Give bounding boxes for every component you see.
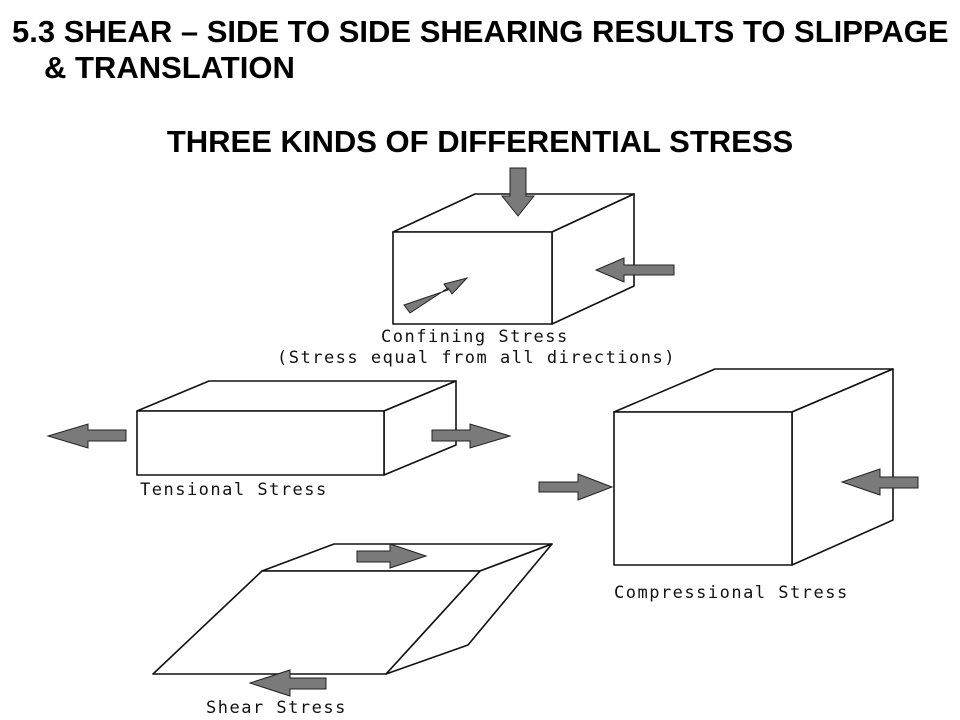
right-arrow-icon <box>538 473 614 501</box>
confining-stress-label: Confining Stress <box>381 327 569 347</box>
compressional-stress-label: Compressional Stress <box>614 583 849 603</box>
confining-stress-sublabel: (Stress equal from all directions) <box>277 348 676 368</box>
down-arrow-icon <box>500 167 536 217</box>
tensional-stress-label: Tensional Stress <box>140 480 328 500</box>
left-arrow-icon <box>840 468 919 496</box>
slide-title: 5.3 SHEAR – SIDE TO SIDE SHEARING RESULT… <box>12 14 949 85</box>
shear-stress-label: Shear Stress <box>206 698 347 718</box>
tensional-stress-block <box>136 380 457 476</box>
diagonal-arrow-icon <box>403 277 469 314</box>
left-arrow-icon <box>594 257 675 283</box>
right-arrow-icon <box>356 543 428 569</box>
shear-stress-block <box>152 543 553 675</box>
left-arrow-icon <box>46 423 127 449</box>
left-arrow-icon <box>248 669 327 697</box>
right-arrow-icon <box>431 423 512 449</box>
slide-subtitle: THREE KINDS OF DIFFERENTIAL STRESS <box>166 124 794 159</box>
confining-stress-block <box>392 193 635 325</box>
compressional-stress-block <box>613 368 894 566</box>
